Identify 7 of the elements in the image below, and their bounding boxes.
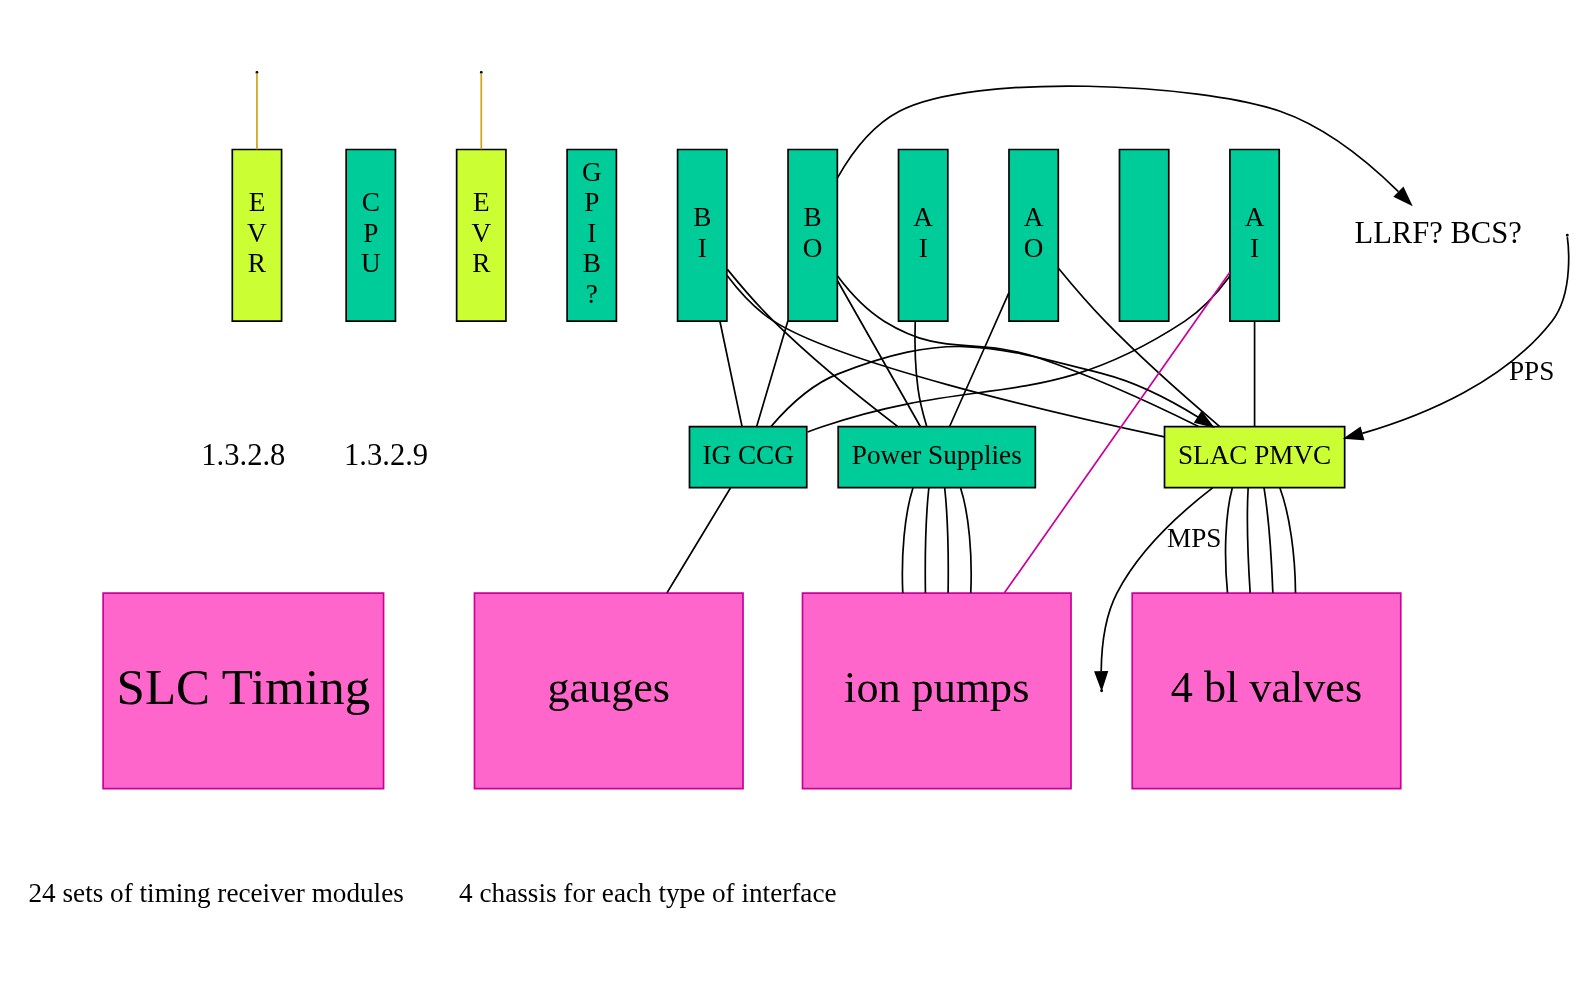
edge-label: PPS bbox=[1508, 355, 1555, 386]
label: 24 sets of timing receiver modules bbox=[28, 877, 404, 908]
node-text: LLRF? BCS? bbox=[1354, 215, 1522, 250]
edge-label: MPS bbox=[1167, 522, 1222, 553]
label: 1.3.2.8 bbox=[201, 437, 286, 472]
label: 1.3.2.9 bbox=[344, 437, 429, 472]
label: 4 chassis for each type of interface bbox=[459, 877, 837, 908]
